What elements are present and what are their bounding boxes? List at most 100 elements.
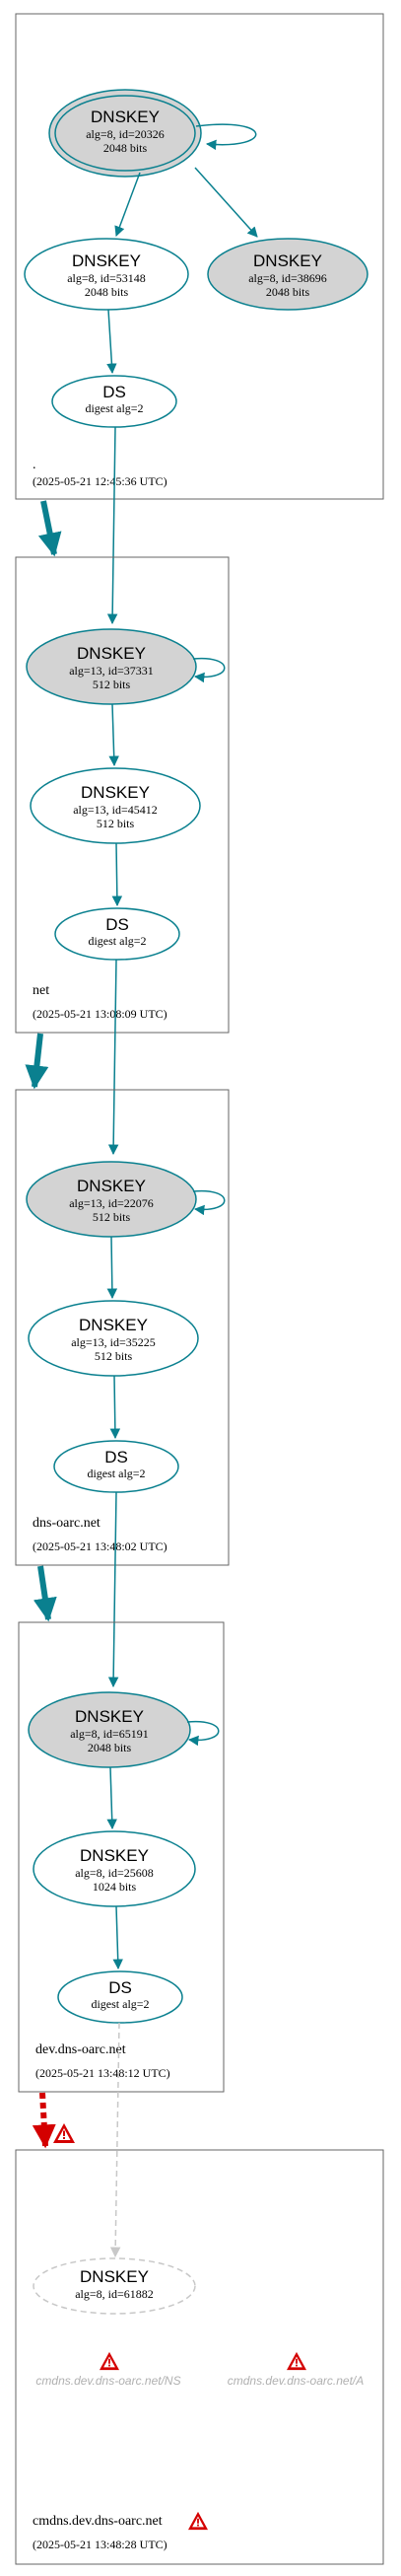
node-detail: 2048 bits xyxy=(85,285,129,299)
self-sign-edge xyxy=(195,123,257,151)
node-title: DNSKEY xyxy=(72,251,141,270)
delegation-edge xyxy=(37,500,62,557)
node-detail: 512 bits xyxy=(97,817,135,830)
dnskey-node[interactable]: DNSKEY alg=8, id=20326 2048 bits xyxy=(48,89,202,178)
sign-edge xyxy=(194,167,258,238)
ds-link-edge xyxy=(107,1491,119,1688)
zone-box xyxy=(18,1621,225,2093)
sign-edge xyxy=(109,1375,121,1440)
node-title: DNSKEY xyxy=(253,251,322,270)
dnskey-node[interactable]: DNSKEY alg=8, id=53148 2048 bits xyxy=(24,238,189,311)
zone-dev-dns-oarc-net: DNSKEY alg=8, id=65191 2048 bits DNSKEY … xyxy=(18,1621,225,2093)
node-detail: 2048 bits xyxy=(266,285,310,299)
node-detail: alg=13, id=45412 xyxy=(73,803,158,817)
query-label: cmdns.dev.dns-oarc.net/NS xyxy=(35,2374,180,2388)
warning-icon xyxy=(287,2351,306,2371)
zone-date: (2025-05-21 13:48:12 UTC) xyxy=(35,2066,170,2080)
ds-node[interactable]: DS digest alg=2 xyxy=(54,907,180,961)
zone-net: DNSKEY alg=13, id=37331 512 bits DNSKEY … xyxy=(15,556,230,1034)
warning-icon[interactable] xyxy=(53,2123,75,2143)
zone-name: net xyxy=(33,983,49,998)
sign-edge xyxy=(106,1236,118,1300)
node-title: DNSKEY xyxy=(81,783,150,802)
sign-edge xyxy=(106,309,117,375)
query-a[interactable]: cmdns.dev.dns-oarc.net/A xyxy=(228,2351,365,2388)
zone-box xyxy=(15,556,230,1034)
node-title: DNSKEY xyxy=(79,1316,148,1334)
self-sign-edge xyxy=(192,1189,226,1216)
dnskey-node[interactable]: DNSKEY alg=8, id=38696 2048 bits xyxy=(207,238,368,311)
node-detail: digest alg=2 xyxy=(87,1467,145,1480)
node-detail: alg=13, id=35225 xyxy=(71,1335,156,1349)
query-label: cmdns.dev.dns-oarc.net/A xyxy=(228,2374,365,2388)
node-detail: digest alg=2 xyxy=(91,1997,149,2011)
zone-box xyxy=(15,1089,230,1566)
node-title: DS xyxy=(105,915,129,934)
zone-date: (2025-05-21 13:48:28 UTC) xyxy=(33,2538,167,2551)
self-sign-edge xyxy=(186,1720,220,1747)
zone-date: (2025-05-21 13:48:02 UTC) xyxy=(33,1539,167,1553)
node-detail: 1024 bits xyxy=(93,1880,137,1894)
ds-link-edge xyxy=(106,426,118,625)
zone-name: . xyxy=(33,458,36,472)
node-detail: alg=8, id=38696 xyxy=(248,271,327,285)
warning-icon[interactable] xyxy=(188,2511,208,2531)
warning-icon xyxy=(100,2351,119,2371)
node-title: DNSKEY xyxy=(77,644,146,663)
zone-name: dev.dns-oarc.net xyxy=(35,2042,126,2057)
ds-node[interactable]: DS digest alg=2 xyxy=(57,1970,183,2024)
zone-name: cmdns.dev.dns-oarc.net xyxy=(33,2514,163,2529)
ds-missing-link-edge xyxy=(109,2022,121,2258)
query-ns[interactable]: cmdns.dev.dns-oarc.net/NS xyxy=(35,2351,181,2388)
node-detail: 2048 bits xyxy=(103,141,148,155)
node-title: DS xyxy=(108,1978,132,1997)
node-detail: alg=8, id=20326 xyxy=(86,127,165,141)
delegation-edge xyxy=(33,1565,57,1622)
dnskey-node[interactable]: DNSKEY alg=8, id=25608 1024 bits xyxy=(33,1830,196,1907)
dnskey-node[interactable]: DNSKEY alg=13, id=22076 512 bits xyxy=(26,1161,197,1238)
node-detail: alg=8, id=65191 xyxy=(70,1727,149,1741)
node-detail: alg=8, id=61882 xyxy=(75,2287,154,2301)
node-detail: 512 bits xyxy=(93,678,131,691)
sign-edge xyxy=(108,703,119,767)
node-detail: 512 bits xyxy=(95,1349,133,1363)
zone-box xyxy=(15,13,384,500)
dnskey-node[interactable]: DNSKEY alg=13, id=45412 512 bits xyxy=(30,767,201,844)
node-title: DNSKEY xyxy=(80,2267,149,2286)
node-title: DNSKEY xyxy=(77,1177,146,1195)
ds-node[interactable]: DS digest alg=2 xyxy=(53,1440,179,1493)
node-detail: alg=8, id=25608 xyxy=(75,1866,154,1880)
zone-date: (2025-05-21 13:08:09 UTC) xyxy=(33,1007,167,1021)
node-title: DS xyxy=(102,383,126,401)
ds-link-edge xyxy=(107,959,119,1156)
sign-edge xyxy=(106,1766,117,1830)
node-detail: 512 bits xyxy=(93,1210,131,1224)
node-detail: digest alg=2 xyxy=(88,934,146,948)
broken-delegation-edge xyxy=(32,2092,56,2149)
node-detail: alg=8, id=53148 xyxy=(67,271,146,285)
zone-dns-oarc-net: DNSKEY alg=13, id=22076 512 bits DNSKEY … xyxy=(15,1089,230,1566)
sign-edge xyxy=(114,172,141,237)
delegation-edge xyxy=(25,1033,49,1090)
node-detail: digest alg=2 xyxy=(85,401,143,415)
dnskey-node[interactable]: DNSKEY alg=13, id=35225 512 bits xyxy=(28,1300,199,1377)
dnskey-node[interactable]: DNSKEY alg=8, id=65191 2048 bits xyxy=(28,1691,191,1768)
node-title: DNSKEY xyxy=(80,1846,149,1865)
zone-box xyxy=(15,2149,384,2565)
zone-root: DNSKEY alg=8, id=20326 2048 bits DNSKEY … xyxy=(15,13,384,500)
node-detail: 2048 bits xyxy=(88,1741,132,1754)
zone-date: (2025-05-21 12:45:36 UTC) xyxy=(33,474,167,488)
node-detail: alg=13, id=37331 xyxy=(69,664,154,678)
dnskey-node[interactable]: DNSKEY alg=13, id=37331 512 bits xyxy=(26,628,197,705)
node-title: DNSKEY xyxy=(91,107,160,126)
ds-node[interactable]: DS digest alg=2 xyxy=(51,375,177,428)
self-sign-edge xyxy=(192,657,226,683)
node-title: DS xyxy=(104,1448,128,1467)
zone-cmdns-dev-dns-oarc-net: DNSKEY alg=8, id=61882 cmdns.dev.dns-oar… xyxy=(15,2149,384,2565)
sign-edge xyxy=(112,1905,123,1970)
node-title: DNSKEY xyxy=(75,1707,144,1726)
sign-edge xyxy=(111,842,123,907)
dnskey-node-missing[interactable]: DNSKEY alg=8, id=61882 xyxy=(33,2257,196,2315)
node-detail: alg=13, id=22076 xyxy=(69,1196,154,1210)
